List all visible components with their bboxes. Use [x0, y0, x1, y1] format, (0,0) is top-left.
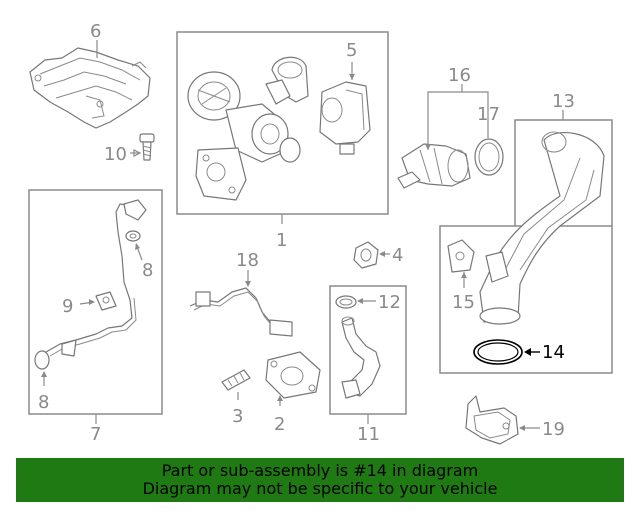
part-14-o-ring [473, 339, 523, 365]
part-18-sensor-line [189, 287, 293, 337]
part-8-gasket-upper [125, 230, 141, 242]
part-12-gasket [335, 295, 357, 309]
label-13: 13 [552, 91, 575, 112]
label-3: 3 [232, 406, 243, 427]
part-5-actuator [319, 81, 371, 155]
part-9-banjo [95, 291, 117, 311]
notice-line-1: Part or sub-assembly is #14 in diagram [161, 461, 479, 480]
part-1-turbocharger [187, 56, 309, 201]
part-11-return-pipe [341, 316, 381, 399]
label-7: 7 [90, 424, 101, 445]
notice-banner: Part or sub-assembly is #14 in diagram D… [16, 458, 624, 502]
label-11: 11 [357, 424, 380, 445]
part-7-oil-line [45, 199, 147, 357]
leader-16-17 [427, 91, 489, 150]
label-16: 16 [448, 65, 471, 86]
part-4-nut [353, 241, 379, 269]
label-17: 17 [477, 104, 500, 125]
part-19-bracket [465, 395, 519, 445]
label-12: 12 [378, 292, 401, 313]
part-10-bolt [139, 133, 155, 161]
notice-line-2: Diagram may not be specific to your vehi… [142, 479, 498, 498]
part-15-clamp [447, 239, 509, 283]
label-5: 5 [346, 40, 357, 61]
label-14: 14 [542, 342, 565, 363]
part-13-charge-pipe [479, 131, 605, 325]
part-6-heat-shield [29, 47, 151, 129]
label-2: 2 [274, 414, 285, 435]
label-6: 6 [90, 21, 101, 42]
label-1: 1 [276, 230, 287, 251]
part-3-stud [221, 369, 251, 391]
label-8a: 8 [142, 260, 153, 281]
label-8b: 8 [38, 392, 49, 413]
part-8-gasket-lower [34, 350, 50, 370]
label-18: 18 [236, 250, 259, 271]
label-4: 4 [392, 245, 403, 266]
part-2-gasket [265, 351, 321, 399]
label-19: 19 [542, 419, 565, 440]
part-16-intake-pipe [397, 143, 471, 189]
label-9: 9 [62, 296, 73, 317]
label-15: 15 [452, 292, 475, 313]
label-10: 10 [104, 144, 127, 165]
part-17-o-ring [474, 138, 504, 176]
